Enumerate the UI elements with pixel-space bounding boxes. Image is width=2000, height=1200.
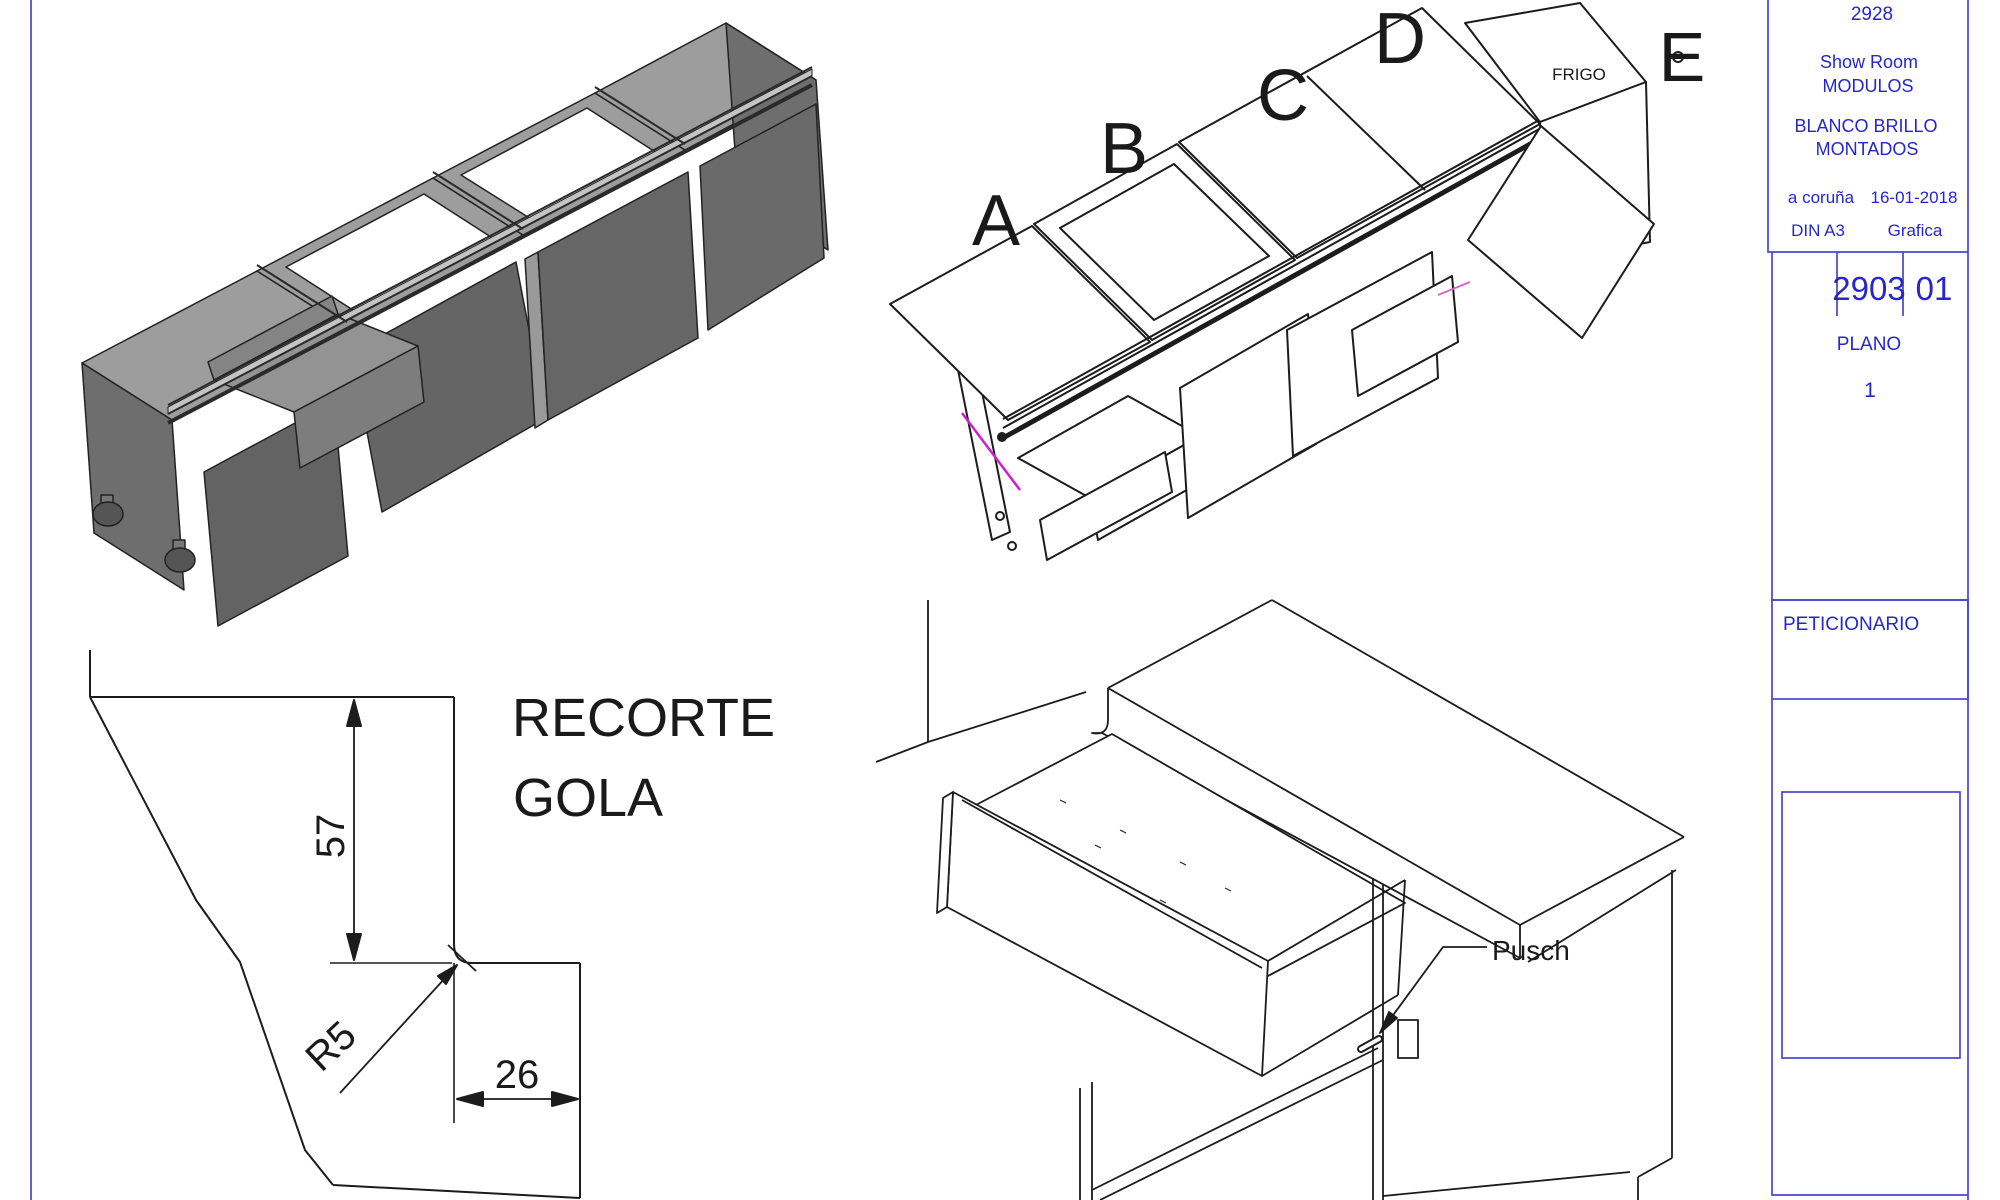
- gola-rail-thick: [1001, 130, 1552, 441]
- drawer-speckles: [1059, 799, 1232, 904]
- finish-line1: BLANCO BRILLO: [1794, 116, 1937, 136]
- dim-26-arrow-right: [551, 1091, 579, 1107]
- wall-floor-right: [927, 691, 1087, 743]
- revision-number: 01: [1916, 270, 1953, 307]
- pusch-leader-line: [1379, 946, 1487, 1034]
- city-label: a coruña: [1788, 188, 1855, 207]
- module-letter-labels: A B C D E FRIGO: [972, 0, 1705, 261]
- title-block: 2928 Show Room MODULOS BLANCO BRILLO MON…: [1767, 0, 1969, 1196]
- peticionario-label: PETICIONARIO: [1783, 614, 1919, 635]
- cabinet-shelf-edge-2: [1099, 1059, 1384, 1200]
- titleblock-box-project: [1767, 0, 1968, 253]
- dim-57-arrow-bottom: [346, 933, 362, 961]
- style-label: Grafica: [1888, 221, 1943, 240]
- detail-recorte-gola: [89, 650, 581, 1199]
- detail-recorte-gola-texts: RECORTE GOLA 57 R5 26: [297, 688, 775, 1097]
- module-a-foot-2: [1007, 541, 1017, 551]
- render-door-4: [699, 103, 825, 331]
- dim-r5-leader: [339, 964, 458, 1094]
- drawer-side-bottom: [1261, 994, 1399, 1077]
- render-drawer-front: [293, 345, 425, 469]
- magenta-edge-line-2: [1437, 281, 1471, 296]
- detail-title-line1: RECORTE: [512, 688, 775, 748]
- module-d-drawer: [1351, 275, 1459, 397]
- module-label-e: E: [1659, 18, 1706, 96]
- frigo-label: FRIGO: [1552, 65, 1606, 84]
- module-e-door-open: [1467, 125, 1655, 339]
- drawing-modules-wireframe: [889, 2, 1684, 561]
- render-rail-line-1: [167, 83, 813, 425]
- cabinet-toe-diagonal: [1637, 1157, 1673, 1178]
- gola-rail-top: [1002, 113, 1551, 420]
- cabinet-shelf-edge-1: [1091, 1047, 1379, 1191]
- dim-r5-arrow: [437, 964, 458, 985]
- gola-fillet-arc: [453, 943, 473, 964]
- render-shaded-modules: [81, 22, 829, 627]
- titleblock-box-bottom: [1771, 699, 1968, 1196]
- plano-label: PLANO: [1837, 334, 1901, 355]
- render-door-3: [537, 171, 699, 421]
- module-a-foot-1: [995, 511, 1005, 521]
- module-cd-divider: [1306, 75, 1426, 191]
- dim-r5-text: R5: [297, 1013, 364, 1080]
- render-rail-line-3: [167, 66, 813, 406]
- module-label-d: D: [1374, 0, 1426, 79]
- detail-title-line2: GOLA: [513, 768, 663, 828]
- countertop-right-edge: [1519, 836, 1685, 926]
- countertop-back-edge: [1271, 599, 1685, 838]
- gola-rail-end-knob: [997, 432, 1007, 442]
- titleblock-inner-rect: [1781, 791, 1961, 1059]
- plano-number: 1: [1864, 379, 1876, 402]
- module-a-lower-panel: [1039, 451, 1173, 561]
- render-cross-rail-3: [594, 86, 686, 145]
- module-label-a: A: [972, 181, 1020, 261]
- render-cross-rail-2: [432, 171, 524, 230]
- dim-26-text: 26: [495, 1053, 540, 1097]
- cabinet-right-top-edge: [1527, 869, 1677, 963]
- drawing-number: 2903: [1832, 270, 1905, 307]
- dim-r5-cross-tick: [447, 944, 477, 972]
- drawer-side-back: [1397, 879, 1406, 996]
- module-b-top-opening: [1059, 163, 1270, 321]
- drawer-front-left-edge: [936, 791, 954, 914]
- paper-size-label: DIN A3: [1791, 221, 1845, 240]
- cabinet-hinge-bracket: [1397, 1019, 1419, 1059]
- module-label-b: B: [1100, 109, 1148, 189]
- countertop-left-edge: [1107, 599, 1273, 689]
- drawer-front-top-line: [961, 799, 1263, 969]
- render-caster-2: [164, 539, 196, 573]
- countertop-gola-notch: [1091, 688, 1109, 735]
- drawing-cabinet-drawer: [875, 599, 1685, 1200]
- gola-bottom-edge: [332, 1184, 581, 1199]
- magenta-edge-line: [961, 412, 1021, 491]
- gola-left-diagonal: [89, 696, 334, 1186]
- render-cross-rail-1: [256, 264, 348, 323]
- pusch-label: Pusch: [1492, 935, 1570, 966]
- wall-floor-left: [875, 741, 929, 763]
- module-cd-top: [1178, 7, 1541, 259]
- render-left-panel: [81, 362, 185, 591]
- render-caster-1: [92, 494, 124, 527]
- dim-26-arrow-left: [456, 1091, 484, 1107]
- date-label: 16-01-2018: [1871, 188, 1958, 207]
- project-line2: MODULOS: [1822, 76, 1913, 96]
- project-line1: Show Room: [1820, 52, 1918, 72]
- titleblock-box-peticionario: [1771, 599, 1969, 700]
- cabinet-bottom-edge: [1382, 1171, 1631, 1197]
- page-frame: [30, 0, 1969, 1200]
- pusch-leader-arrow: [1379, 1011, 1398, 1034]
- module-label-c: C: [1257, 56, 1309, 136]
- gola-rail-mid: [1002, 122, 1551, 429]
- pusch-peg-fill: [1359, 1037, 1381, 1051]
- render-rail-line-2: [167, 75, 813, 415]
- module-a-top: [889, 225, 1151, 421]
- dim-57-arrow-top: [346, 699, 362, 727]
- dim-57-text: 57: [309, 814, 353, 859]
- finish-line2: MONTADOS: [1816, 139, 1919, 159]
- module-e-knob: [1672, 51, 1684, 63]
- countertop-front-edge: [1107, 687, 1521, 926]
- order-number: 2928: [1851, 4, 1893, 25]
